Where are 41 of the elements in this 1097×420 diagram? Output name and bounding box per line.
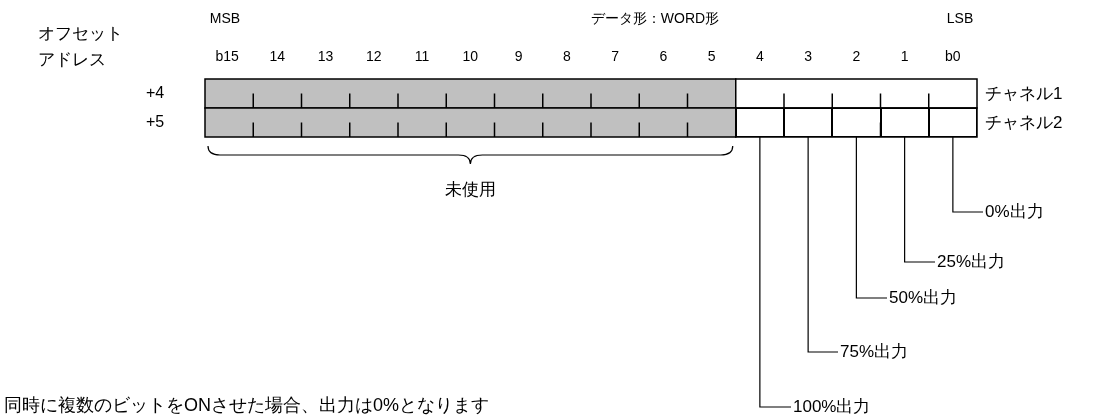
leader-line (759, 136, 792, 408)
msb-label: MSB (209, 9, 241, 27)
bit-number: 8 (562, 47, 571, 65)
leader-line (904, 136, 936, 263)
bit-number: 3 (804, 47, 812, 65)
bit-number: 5 (707, 47, 716, 65)
note-text: 同時に複数のビットをONさせた場合、出力は0%となります (4, 394, 489, 416)
bit-number: b15 (215, 47, 239, 65)
output-label: 25%出力 (937, 251, 1006, 273)
leader-line (952, 136, 984, 213)
bit-number: 12 (366, 47, 382, 65)
output-label: 75%出力 (840, 341, 909, 363)
channel-label: チャネル2 (985, 112, 1063, 133)
bit-number: 7 (611, 47, 619, 65)
bit-number: 1 (900, 47, 909, 65)
channel-label: チャネル1 (985, 83, 1063, 104)
bit-number: 11 (414, 47, 430, 65)
bit-number: 14 (269, 47, 286, 65)
offset-label: +4 (145, 84, 165, 103)
output-label: 100%出力 (793, 396, 871, 418)
lsb-label: LSB (946, 9, 974, 27)
bit-number: 4 (755, 47, 764, 65)
bit-number: b0 (945, 47, 961, 65)
output-label: 50%出力 (889, 287, 958, 309)
bit-cell (735, 108, 784, 137)
leader-line (855, 136, 888, 299)
bit-number: 10 (462, 47, 479, 65)
bit-cell (880, 108, 929, 137)
bit-number: 2 (852, 47, 861, 65)
offset-address-label: オフセットアドレス (38, 23, 124, 72)
offset-label: +5 (145, 113, 165, 132)
bit-cell (784, 108, 833, 137)
bit-cell (928, 108, 977, 137)
bit-number: 13 (317, 47, 334, 65)
unused-label: 未使用 (444, 180, 496, 200)
data-type-label: データ形：WORD形 (590, 9, 720, 27)
leader-line (807, 136, 839, 353)
bit-cell (832, 108, 881, 137)
bit-number: 9 (514, 47, 523, 65)
bit-number: 6 (659, 47, 668, 65)
output-label: 0%出力 (985, 201, 1044, 223)
